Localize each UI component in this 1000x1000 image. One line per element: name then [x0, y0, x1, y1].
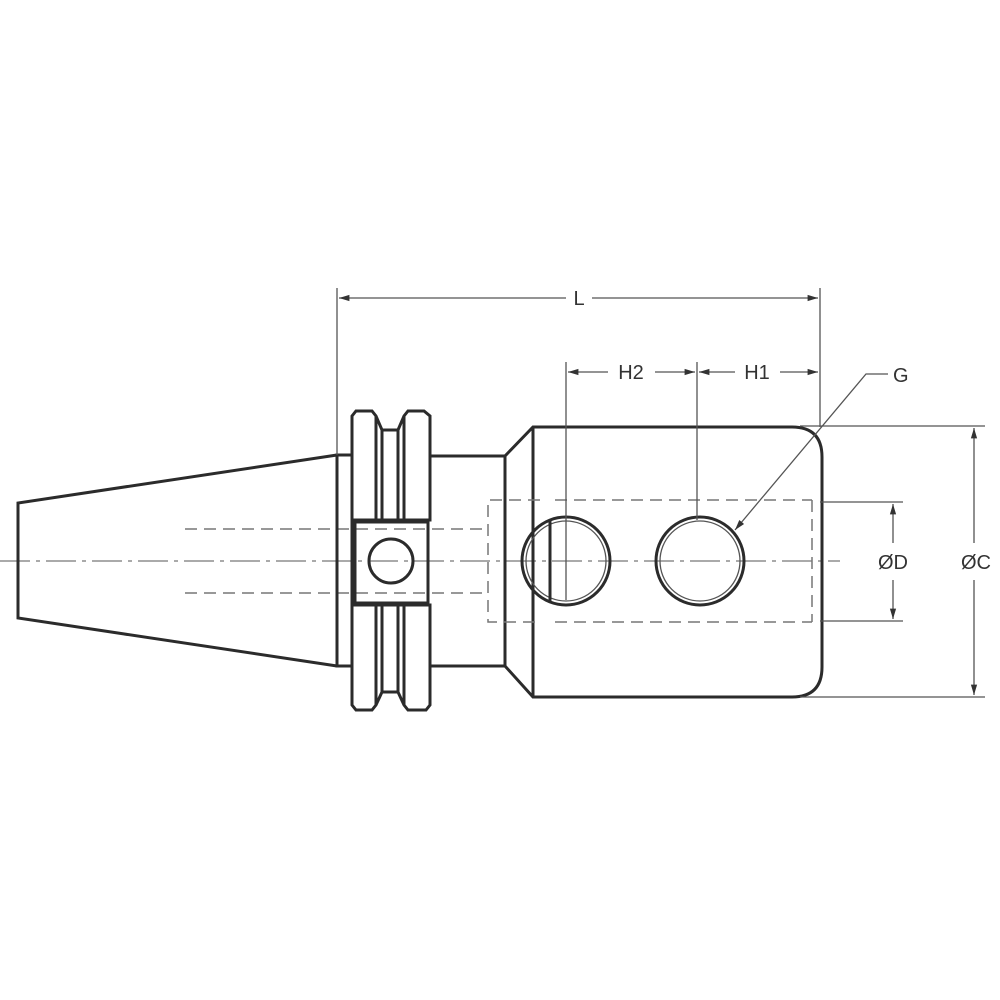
set-screw-hole-1-inner [659, 520, 741, 602]
bore-hidden-left [487, 499, 540, 623]
set-screw-hole-1 [654, 515, 746, 607]
body [503, 425, 824, 699]
neck [430, 454, 507, 668]
key-slot-hole [367, 537, 415, 585]
label-L: L [573, 288, 584, 310]
v-flange [350, 409, 432, 712]
label-H1: H1 [744, 362, 770, 384]
taper-shank [16, 453, 338, 668]
label-D: ØD [878, 552, 908, 574]
label-H2: H2 [618, 362, 644, 384]
label-C: ØC [961, 552, 991, 574]
label-G: G [893, 365, 909, 387]
G-leader [734, 373, 888, 531]
taper-ring [335, 453, 354, 668]
